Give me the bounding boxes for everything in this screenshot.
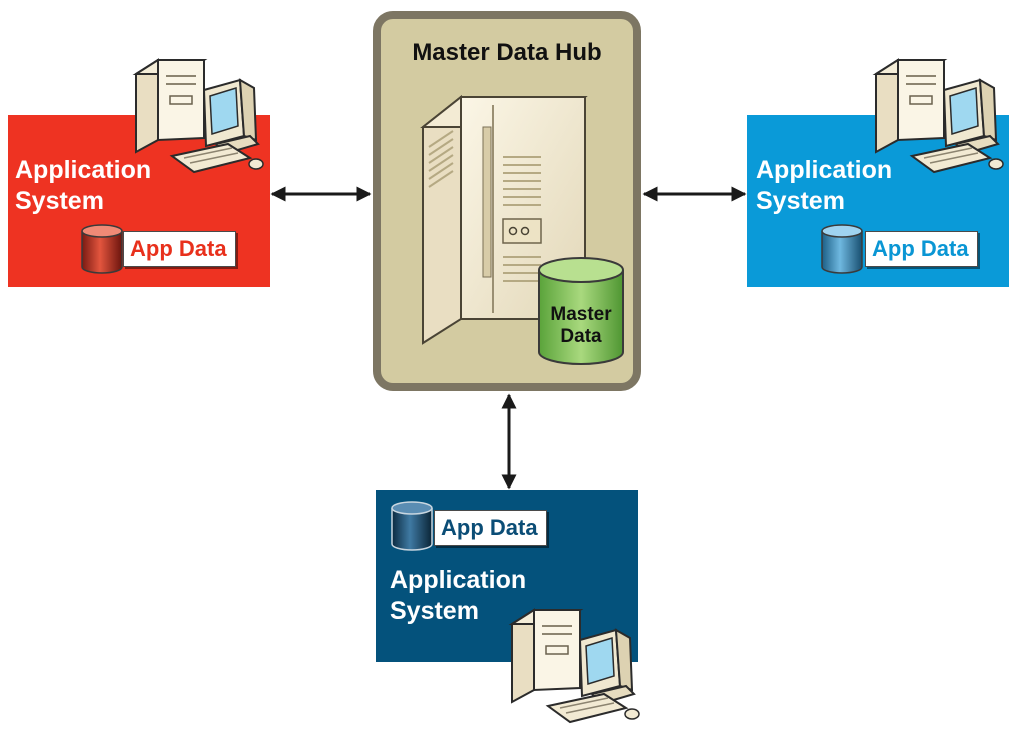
database-icon (821, 224, 863, 274)
database-icon (538, 257, 624, 365)
app-system-title: Application System (15, 156, 152, 215)
computer-icon (135, 59, 264, 173)
hub-title: Master Data Hub (412, 39, 602, 66)
app-data-badge: App Data (434, 510, 547, 546)
app-data-badge: App Data (865, 231, 978, 267)
master-data-hub: Master Data Hub (373, 11, 641, 391)
database-icon (81, 224, 123, 274)
master-data-label: Master Data (550, 304, 612, 347)
application-system-bottom: App Data Application System (376, 490, 638, 662)
app-system-title: Application System (390, 566, 527, 625)
database-icon (391, 501, 433, 551)
computer-icon (511, 609, 640, 723)
computer-icon (875, 59, 1004, 173)
app-data-badge: App Data (123, 231, 236, 267)
app-system-title: Application System (756, 156, 893, 215)
